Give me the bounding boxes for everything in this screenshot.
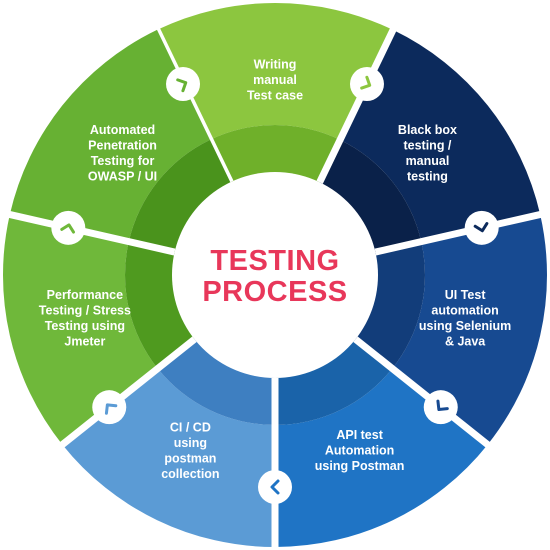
center-title-line2: PROCESS — [202, 276, 347, 308]
segment-inner-ring — [157, 337, 275, 425]
segment-2-label-line: testing — [407, 170, 448, 184]
segments-layer — [2, 3, 547, 549]
chevron-down-badge-icon — [166, 66, 201, 101]
segment-outer-ring — [156, 3, 394, 140]
chevron-down-badge-icon — [464, 210, 499, 245]
segment-2-label-line: manual — [406, 154, 450, 168]
segment-1-label-line: Writing — [254, 58, 297, 72]
segment-inner-ring — [125, 241, 197, 369]
segment-3 — [353, 214, 547, 445]
segment-7-label-line: Automated — [90, 123, 155, 137]
chevron-down-badge-icon — [423, 390, 458, 425]
segment-2-label-line: testing / — [403, 139, 451, 153]
segment-6-label-line: Performance — [47, 288, 123, 302]
segment-outer-ring — [9, 29, 210, 242]
segment-outer-ring — [392, 214, 547, 445]
segment-7-label-line: OWASP / UI — [88, 170, 157, 184]
segment-6-label-line: Testing using — [45, 319, 125, 333]
chevron-up-badge-icon — [51, 210, 86, 245]
center-circle — [172, 172, 378, 378]
segment-3-label-line: & Java — [445, 335, 486, 349]
center-title-line1: TESTING — [210, 245, 339, 277]
segment-6 — [2, 214, 197, 445]
segment-3-label-line: UI Test — [445, 288, 487, 302]
segment-5-label-line: collection — [161, 467, 219, 481]
segment-6-label-line: Jmeter — [64, 335, 105, 349]
segment-outer-ring — [340, 29, 541, 242]
segment-divider — [353, 336, 492, 449]
segment-1-label-line: Test case — [247, 89, 303, 103]
segment-5-label-line: using — [174, 436, 207, 450]
chevron-up-badge-icon — [92, 390, 127, 425]
segment-outer-ring — [2, 214, 158, 445]
segment-divider — [152, 26, 234, 184]
segment-2 — [318, 29, 541, 253]
segment-5-label-line: postman — [164, 451, 216, 465]
segment-2-label-line: Black box — [398, 123, 457, 137]
segment-7-label-line: Penetration — [88, 139, 157, 153]
segment-3-label-line: using Selenium — [419, 319, 511, 333]
segment-6-label-line: Testing / Stress — [39, 304, 131, 318]
segment-inner-ring — [275, 337, 393, 425]
badges-layer — [51, 66, 499, 504]
segment-4-label-line: Automation — [325, 444, 394, 458]
segment-inner-ring — [128, 139, 232, 253]
segment-4-label-line: API test — [336, 428, 383, 442]
segment-inner-ring — [353, 241, 426, 369]
segment-3-label-line: automation — [431, 304, 498, 318]
segment-7 — [9, 29, 232, 253]
chevron-left-badge-icon — [349, 66, 384, 101]
segment-divider — [374, 210, 543, 256]
segment-7-label-line: Testing for — [91, 154, 155, 168]
segment-1-label-line: manual — [253, 73, 297, 87]
segment-divider — [7, 210, 176, 256]
segment-4-label-line: using Postman — [315, 459, 405, 473]
segment-1 — [156, 3, 394, 185]
chevron-left-badge-icon — [258, 470, 292, 504]
segment-inner-ring — [318, 139, 422, 253]
segment-divider — [316, 26, 398, 184]
segment-5-label-line: CI / CD — [170, 420, 211, 434]
segment-divider — [58, 336, 197, 449]
segment-inner-ring — [209, 125, 341, 185]
